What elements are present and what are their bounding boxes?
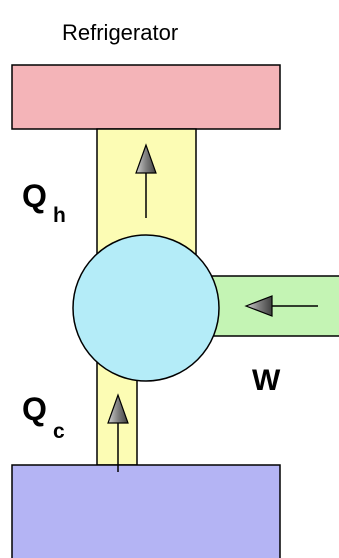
hot-heat-arrow-icon	[135, 143, 157, 218]
cold-reservoir	[11, 464, 281, 558]
cold-heat-arrow-icon	[107, 393, 129, 472]
hot-heat-label: Q h	[22, 178, 66, 227]
work-label: W	[252, 364, 281, 397]
diagram-title: Refrigerator	[62, 20, 178, 45]
hot-heat-symbol: Q	[22, 178, 47, 214]
hot-heat-subscript: h	[53, 204, 66, 227]
refrigerator-engine	[72, 234, 220, 382]
cold-heat-symbol: Q	[22, 391, 47, 427]
hot-reservoir	[11, 64, 281, 130]
cold-heat-subscript: c	[53, 420, 65, 443]
work-arrow-icon	[244, 295, 318, 317]
cold-heat-label: Q c	[22, 391, 65, 443]
